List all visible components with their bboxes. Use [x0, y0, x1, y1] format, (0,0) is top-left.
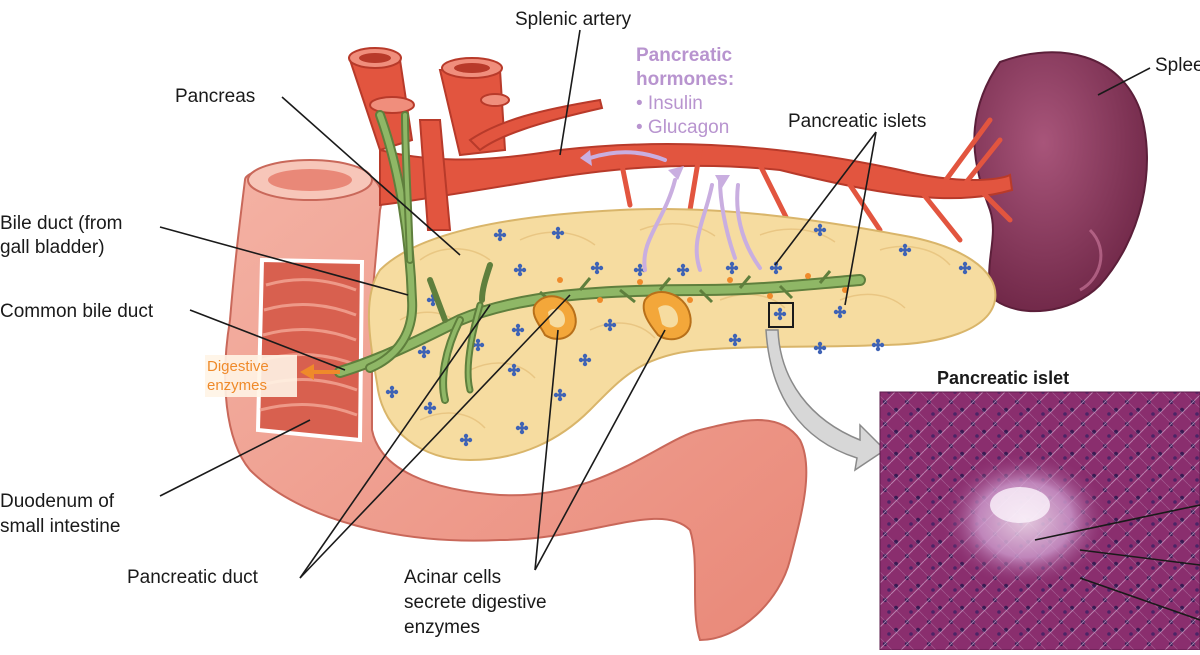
label-pancreatic-duct: Pancreatic duct: [127, 567, 258, 588]
enzyme-arrow: [205, 355, 340, 397]
label-duodenum-2: small intestine: [0, 516, 121, 537]
label-spleen: Spleen: [1155, 55, 1200, 76]
hormone-arrows: [588, 150, 762, 272]
pancreatic-duct: [334, 110, 866, 404]
label-pancreas: Pancreas: [175, 86, 256, 107]
hormones-block: Pancreatic hormones: • Insulin • Glucago…: [636, 44, 734, 140]
hormones-title-2: hormones:: [636, 69, 735, 90]
hormones-title-1: Pancreatic: [636, 45, 733, 66]
acinar-clusters: [532, 291, 692, 341]
label-bile-duct-2: gall bladder): [0, 237, 105, 258]
label-acinar-2: secrete digestive: [404, 592, 547, 613]
label-digestive-enzymes-2: enzymes: [207, 377, 268, 394]
label-duodenum-1: Duodenum of: [0, 491, 115, 512]
islet-zoom-box: [768, 302, 794, 328]
inset-title: Pancreatic islet: [937, 368, 1070, 388]
label-bile-duct-1: Bile duct (from: [0, 213, 123, 234]
label-splenic-artery: Splenic artery: [515, 9, 632, 30]
label-digestive-enzymes-1: Digestive: [207, 358, 269, 375]
histology-image: [879, 391, 1200, 651]
hormone-insulin: • Insulin: [636, 93, 703, 114]
islet-clusters: [385, 223, 972, 447]
label-acinar-1: Acinar cells: [404, 567, 502, 588]
label-common-bile-duct: Common bile duct: [0, 301, 154, 322]
hormone-glucagon: • Glucagon: [636, 117, 730, 138]
label-pancreatic-islets: Pancreatic islets: [788, 111, 927, 132]
label-acinar-3: enzymes: [404, 617, 481, 638]
leader-lines: [159, 29, 1200, 621]
zoom-arrow: [765, 329, 887, 472]
